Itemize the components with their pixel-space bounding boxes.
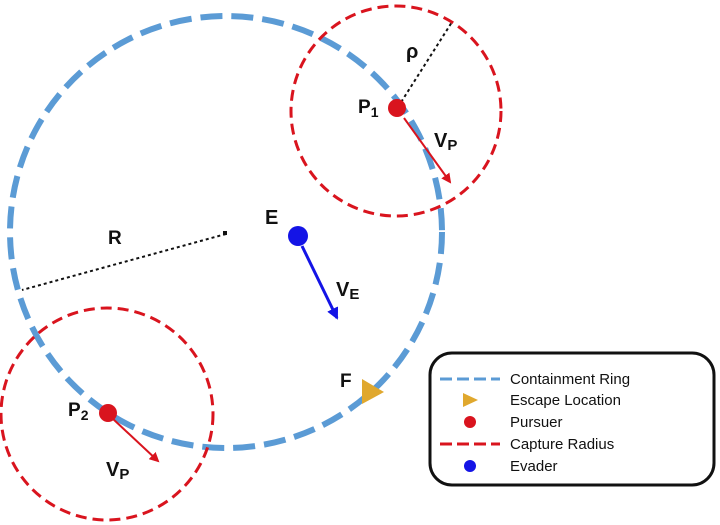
- legend-item-containment-ring: Containment Ring: [440, 371, 630, 388]
- label-p1-main: P: [358, 97, 371, 118]
- velocity-arrow-p2: [111, 417, 160, 463]
- legend-item-pursuer: Pursuer: [464, 414, 563, 431]
- label-vp2: VP: [106, 459, 129, 483]
- label-vp1-main: V: [434, 130, 448, 152]
- legend-label: Escape Location: [510, 392, 621, 409]
- label-ve-sub: E: [349, 286, 359, 303]
- capture-radius-line: [397, 21, 453, 108]
- capture-circle-p1: [289, 4, 503, 218]
- label-p2-sub: 2: [81, 407, 89, 423]
- pursuer-p1: [388, 99, 406, 117]
- pursuer-p2: [99, 404, 117, 422]
- containment-ring: [7, 13, 445, 451]
- velocity-arrow-evader: [300, 245, 339, 320]
- label-ve: VE: [336, 279, 359, 303]
- legend-symbol-pursuer: [464, 416, 476, 428]
- legend-label: Capture Radius: [510, 436, 614, 453]
- legend-label: Evader: [510, 458, 558, 475]
- legend-label: Containment Ring: [510, 371, 630, 388]
- escape-location-marker: [362, 379, 384, 404]
- label-p1: P1: [358, 97, 379, 120]
- legend: Containment Ring Escape Location Pursuer…: [428, 351, 716, 487]
- legend-item-escape-location: Escape Location: [463, 392, 621, 409]
- ring-center-marker: [223, 231, 227, 235]
- radius-line: [21, 233, 227, 291]
- legend-item-evader: Evader: [464, 458, 558, 475]
- label-p2: P2: [68, 400, 89, 423]
- legend-label: Pursuer: [510, 414, 563, 431]
- label-vp2-sub: P: [119, 466, 129, 483]
- label-rho: ρ: [406, 41, 418, 63]
- label-vp1: VP: [434, 130, 457, 154]
- label-p1-sub: 1: [371, 104, 379, 120]
- legend-symbol-evader: [464, 460, 476, 472]
- label-ve-main: V: [336, 279, 350, 301]
- velocity-arrow-p1: [403, 117, 452, 184]
- label-radius: R: [108, 228, 122, 249]
- label-vp1-sub: P: [447, 137, 457, 154]
- label-evader: E: [265, 207, 278, 229]
- legend-item-capture-radius: Capture Radius: [440, 436, 614, 453]
- evader: [288, 226, 308, 246]
- label-p2-main: P: [68, 400, 81, 421]
- legend-box: [428, 351, 716, 487]
- capture-circle-p2: [0, 306, 215, 522]
- label-vp2-main: V: [106, 459, 120, 481]
- legend-symbol-triangle: [463, 393, 478, 407]
- label-escape: F: [340, 371, 352, 392]
